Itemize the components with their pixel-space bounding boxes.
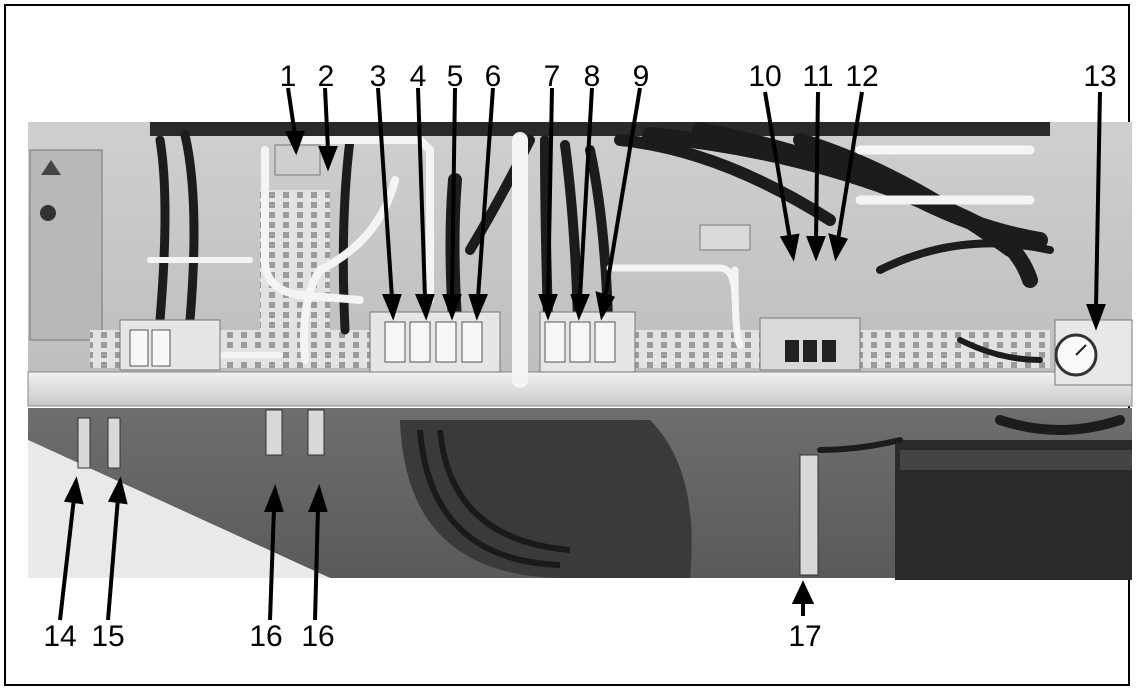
callout-1: 1: [279, 60, 297, 93]
shelf: [27, 371, 1133, 407]
solenoid-coils: [129, 321, 616, 367]
callout-7: 7: [543, 60, 561, 93]
ground-patch: [28, 440, 330, 578]
wall-dark-top: [150, 122, 1050, 136]
quick-couplings: [77, 409, 819, 576]
callout-10: 10: [748, 60, 782, 93]
warning-sign: [41, 160, 61, 175]
rigid-tubes: [147, 132, 1035, 388]
vent-rail-right: [850, 330, 1050, 368]
callout-15: 15: [91, 620, 125, 653]
callout-8: 8: [583, 60, 601, 93]
callout-4: 4: [409, 60, 427, 93]
callout-16-right: 16: [301, 620, 335, 653]
selector-switch: [40, 205, 56, 221]
callout-17: 17: [788, 620, 822, 653]
callout-12: 12: [845, 60, 879, 93]
vent-panel-upper: [260, 190, 330, 330]
callout-11: 11: [802, 60, 834, 93]
callout-arrows: [58, 87, 1106, 621]
callout-3: 3: [369, 60, 387, 93]
callout-16-left: 16: [249, 620, 283, 653]
ball-valves: [785, 340, 836, 362]
vent-rail-mid: [620, 330, 780, 368]
callout-2: 2: [317, 60, 335, 93]
callout-14: 14: [43, 620, 77, 653]
callout-9: 9: [632, 60, 650, 93]
callout-5: 5: [446, 60, 464, 93]
callout-13: 13: [1083, 60, 1117, 93]
callout-6: 6: [484, 60, 502, 93]
electrical-box: [29, 149, 103, 341]
